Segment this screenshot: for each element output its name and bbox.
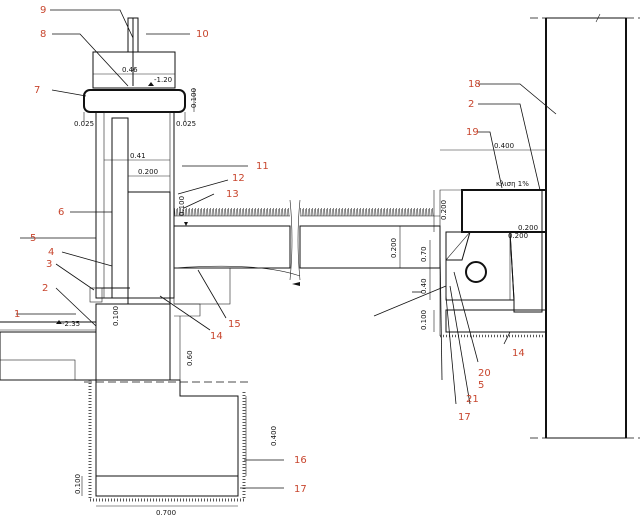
callout-14-left: 14 (210, 331, 223, 342)
column-wall (89, 111, 175, 303)
callout-13: 13 (226, 189, 239, 200)
dimension-lines (81, 73, 546, 507)
dim-0025-left: 0.025 (74, 120, 94, 128)
callout-20: 20 (478, 368, 491, 379)
callout-4: 4 (48, 247, 54, 258)
retaining-wall (530, 13, 640, 439)
callout-5-left: 5 (30, 233, 36, 244)
callout-2-left: 2 (42, 283, 48, 294)
callout-17-left: 17 (294, 484, 307, 495)
foundation (84, 303, 250, 502)
ground-left (0, 321, 97, 381)
dimension-labels: 0.46 -1.20 0.100 0.025 0.025 0.41 0.200 … (62, 66, 538, 517)
dim-0025-right: 0.025 (176, 120, 196, 128)
dim-0200-channel: 0.200 (518, 224, 538, 232)
dim-0200-mid: 0.200 (390, 238, 398, 258)
dim-046: 0.46 (122, 66, 138, 74)
dim-0100-foundation: 0.100 (74, 474, 82, 494)
callout-numbers: 9 10 8 7 11 12 13 6 5 4 3 2 1 14 15 16 1… (14, 5, 525, 495)
callout-17-right: 17 (458, 412, 471, 423)
callout-12: 12 (232, 173, 245, 184)
callout-11: 11 (256, 161, 269, 172)
callout-10: 10 (196, 29, 209, 40)
dim-0400-foundation: 0.400 (270, 426, 278, 446)
dim-070: 0.70 (420, 246, 428, 262)
dim-0400-right: 0.400 (494, 142, 514, 150)
callout-19: 19 (466, 127, 479, 138)
callout-5-right: 5 (478, 380, 484, 391)
dim-level-235: -2.35 (62, 320, 80, 328)
concrete-stem (127, 191, 171, 380)
dim-041: 0.41 (130, 152, 146, 160)
callout-6: 6 (58, 207, 64, 218)
dim-0200-edge: 0.200 (440, 200, 448, 220)
dim-0100-right: 0.100 (420, 310, 428, 330)
dim-0100-top: 0.100 (190, 88, 198, 108)
callout-9: 9 (40, 5, 46, 16)
dim-level-120: -1.20 (154, 76, 172, 84)
callout-3: 3 (46, 259, 52, 270)
walkway-slab (173, 199, 441, 317)
level-markers (56, 82, 422, 324)
callout-18: 18 (468, 79, 481, 90)
dim-0100-low: 0.100 (112, 306, 120, 326)
callout-15: 15 (228, 319, 241, 330)
callout-14-right: 14 (512, 348, 525, 359)
callout-1: 1 (14, 309, 20, 320)
callout-2-right: 2 (468, 99, 474, 110)
dim-040: 0.40 (420, 278, 428, 294)
callout-21: 21 (466, 394, 479, 405)
dim-0200-right: 0.200 (508, 232, 528, 240)
dim-060: 0.60 (186, 350, 194, 366)
leader-lines (16, 9, 557, 489)
dim-slope: κλιση 1% (496, 180, 529, 188)
dim-0700: 0.700 (156, 509, 176, 517)
callout-7: 7 (34, 85, 40, 96)
dim-0100-mid: 0.100 (178, 196, 186, 216)
drainage-channel (439, 189, 547, 338)
callout-8: 8 (40, 29, 46, 40)
dim-0200-top: 0.200 (138, 168, 158, 176)
callout-16: 16 (294, 455, 307, 466)
